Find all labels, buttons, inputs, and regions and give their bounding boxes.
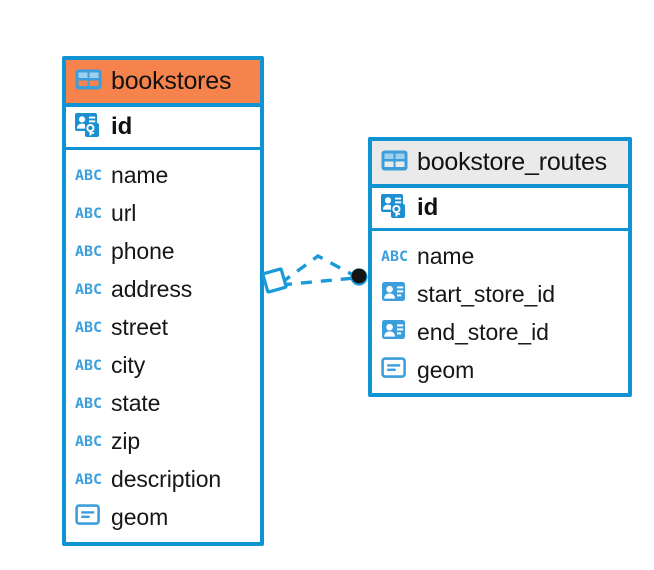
field-list-bookstore-routes: ABC name start_store_id	[372, 231, 628, 396]
field-row-address[interactable]: ABC address	[75, 270, 251, 308]
svg-text:ABC: ABC	[75, 472, 102, 486]
field-row-geom[interactable]: geom	[75, 498, 251, 536]
relationship-endpoint-circle[interactable]	[350, 268, 368, 286]
field-label: street	[111, 313, 168, 340]
svg-text:ABC: ABC	[75, 244, 102, 258]
text-type-icon: ABC	[75, 357, 102, 374]
field-row-street[interactable]: ABC street	[75, 308, 251, 346]
text-type-icon: ABC	[75, 395, 102, 412]
geometry-type-icon	[75, 503, 102, 531]
field-row-zip[interactable]: ABC zip	[75, 422, 251, 460]
text-type-icon: ABC	[75, 167, 102, 184]
text-type-icon: ABC	[75, 433, 102, 450]
field-row-url[interactable]: ABC url	[75, 194, 251, 232]
primary-key-label: id	[111, 113, 133, 140]
relationship-line-start-store[interactable]	[279, 253, 356, 285]
svg-text:ABC: ABC	[75, 320, 102, 334]
field-row-primary-key[interactable]: id	[66, 107, 260, 150]
field-row-state[interactable]: ABC state	[75, 384, 251, 422]
field-label: city	[111, 351, 146, 378]
field-label: start_store_id	[417, 280, 555, 307]
field-label: url	[111, 199, 137, 226]
entity-title: bookstores	[111, 67, 232, 95]
svg-text:ABC: ABC	[75, 168, 102, 182]
text-type-icon: ABC	[75, 281, 102, 298]
entity-bookstores[interactable]: bookstores id	[62, 56, 264, 546]
field-label: name	[111, 161, 169, 188]
field-label: phone	[111, 237, 175, 264]
primary-key-icon	[381, 193, 408, 223]
svg-text:ABC: ABC	[75, 396, 102, 410]
field-row-city[interactable]: ABC city	[75, 346, 251, 384]
field-row-description[interactable]: ABC description	[75, 460, 251, 498]
field-label: address	[111, 275, 193, 302]
field-row-name[interactable]: ABC name	[381, 237, 619, 275]
field-row-geom[interactable]: geom	[381, 351, 619, 389]
primary-key-label: id	[417, 194, 439, 221]
field-list-bookstores: ABC name ABC url ABC p	[66, 150, 260, 543]
field-label: geom	[111, 503, 169, 530]
field-row-primary-key[interactable]: id	[372, 188, 628, 231]
entity-bookstore-routes[interactable]: bookstore_routes id	[368, 137, 632, 397]
entity-header-bookstores[interactable]: bookstores	[66, 60, 260, 107]
field-row-phone[interactable]: ABC phone	[75, 232, 251, 270]
text-type-icon: ABC	[75, 319, 102, 336]
text-type-icon: ABC	[381, 248, 408, 265]
table-icon	[381, 150, 408, 176]
field-label: state	[111, 389, 161, 416]
text-type-icon: ABC	[75, 243, 102, 260]
svg-text:ABC: ABC	[75, 358, 102, 372]
text-type-icon: ABC	[75, 471, 102, 488]
entity-title: bookstore_routes	[417, 148, 607, 176]
field-label: end_store_id	[417, 318, 549, 345]
relationship-line-end-store[interactable]	[280, 276, 356, 287]
svg-text:ABC: ABC	[75, 434, 102, 448]
field-label: zip	[111, 427, 141, 454]
entity-header-bookstore-routes[interactable]: bookstore_routes	[372, 141, 628, 188]
svg-text:ABC: ABC	[381, 249, 408, 263]
field-row-start-store-id[interactable]: start_store_id	[381, 275, 619, 313]
field-label: geom	[417, 356, 475, 383]
foreign-key-icon	[381, 280, 408, 308]
svg-text:ABC: ABC	[75, 206, 102, 220]
field-row-end-store-id[interactable]: end_store_id	[381, 313, 619, 351]
geometry-type-icon	[381, 356, 408, 384]
table-icon	[75, 69, 102, 95]
svg-text:ABC: ABC	[75, 282, 102, 296]
text-type-icon: ABC	[75, 205, 102, 222]
field-label: name	[417, 242, 475, 269]
relationship-endpoint-diamond[interactable]	[261, 267, 288, 294]
field-row-name[interactable]: ABC name	[75, 156, 251, 194]
foreign-key-icon	[381, 318, 408, 346]
field-label: description	[111, 465, 222, 492]
primary-key-icon	[75, 112, 102, 142]
